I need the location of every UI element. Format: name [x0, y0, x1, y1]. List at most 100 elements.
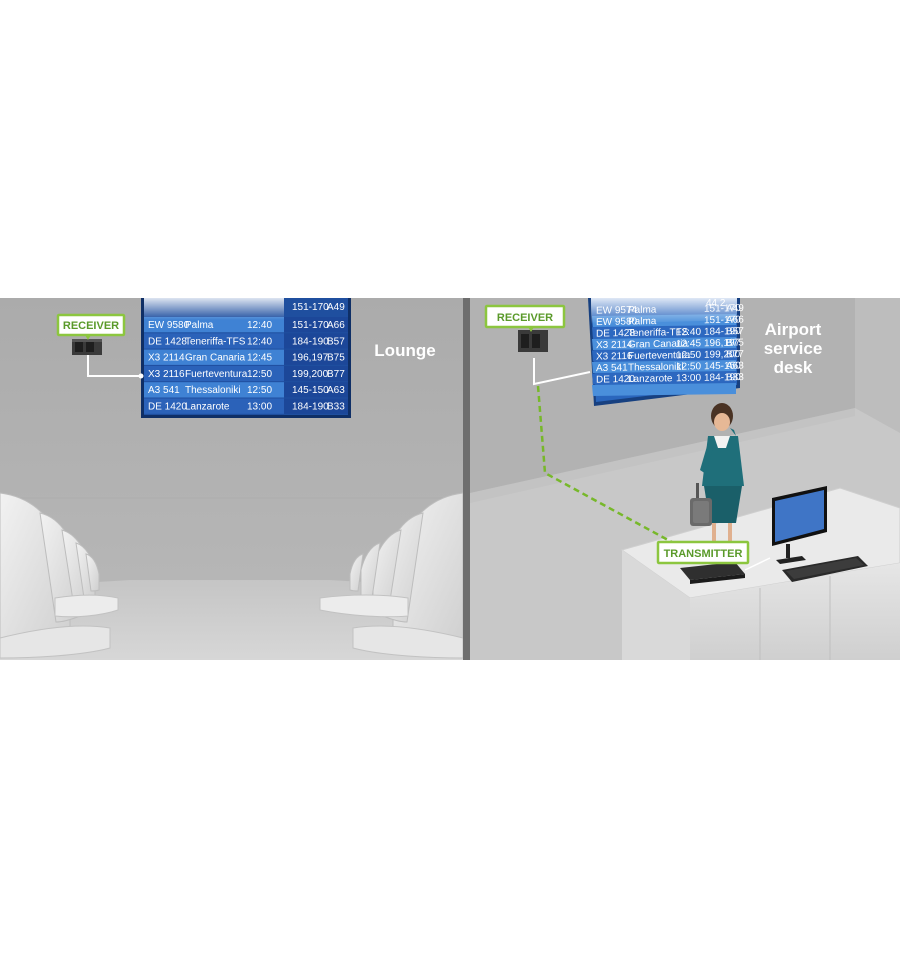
- panel-divider: [463, 298, 470, 660]
- service-desk-label: Airport service desk: [764, 320, 823, 377]
- desk-board-cell-gate: 199,200: [704, 349, 741, 361]
- lounge-board-cell-stand: A66: [327, 320, 345, 331]
- desk-board-cell-dest: Gran Canaria: [628, 338, 688, 350]
- service-desk-line-1: Airport: [765, 320, 822, 339]
- lounge-board-cell-time: 12:40: [247, 336, 272, 347]
- desk-board-header-numbers: 44 2: [706, 298, 726, 309]
- lounge-board-cell-dest: Palma: [185, 320, 214, 331]
- transmitter-label: TRANSMITTER: [656, 540, 750, 565]
- lounge-board-cell-flight: A3 541: [148, 385, 180, 396]
- desk-board-cell-flight: DE 1420: [596, 374, 635, 386]
- lounge-board-top-stand: A49: [327, 302, 345, 313]
- desk-board-cell-stand: B75: [726, 338, 744, 349]
- desk-board-row: [592, 337, 736, 350]
- lounge-board-cell-stand: B57: [327, 336, 345, 347]
- desk-board-row: [592, 348, 736, 362]
- suitcase: [690, 483, 712, 526]
- desk-board-cell-time: 12:45: [676, 338, 701, 349]
- lounge-board-row: [144, 349, 284, 365]
- receiver-device-right: [518, 330, 548, 352]
- receiver-right-text: RECEIVER: [497, 312, 553, 324]
- desk-board-cell-time: 12:50: [676, 350, 701, 361]
- lounge-board-cell-stand: B77: [327, 369, 345, 380]
- desk-board-cell-flight: X3 2114: [596, 339, 633, 351]
- lounge-board-cell-dest: Gran Canaria: [185, 353, 245, 364]
- lounge-board-row: [144, 317, 284, 333]
- lounge-seats-left: [0, 492, 119, 659]
- lounge-board-cell-flight: X3 2114: [148, 353, 185, 364]
- desk-board-cell-flight: A3 541: [596, 363, 628, 375]
- desk-board-cell-dest: Teneriffa-TFS: [628, 327, 689, 339]
- lounge-board-row: [144, 398, 284, 414]
- lounge-board-gate-cell: [284, 382, 348, 398]
- desk-keyboard: [782, 556, 868, 582]
- lounge-board-gate-cell: [284, 349, 348, 365]
- lounge-board-gate-cell: [284, 333, 348, 349]
- lounge-board-row: [144, 333, 284, 349]
- traveler-woman: [700, 403, 744, 545]
- desk-board-row: [592, 371, 736, 385]
- lounge-board-cell-dest: Fuerteventura: [185, 369, 248, 380]
- desk-board-cell-flight: X3 2116: [596, 351, 633, 363]
- lounge-board-cell-stand: B33: [327, 402, 345, 413]
- lounge-board-cell-time: 12:40: [247, 320, 272, 331]
- desk-board-cell-dest: Lanzarote: [628, 373, 673, 385]
- lounge-board-cell-dest: Thessaloniki: [185, 385, 241, 396]
- transmitter-device: [680, 557, 771, 584]
- lounge-board-cell-gate: 199,200: [292, 369, 329, 380]
- lounge-board-top-gate: 151-170: [292, 302, 329, 313]
- service-desk-line-3: desk: [774, 358, 813, 377]
- desk-monitor: [772, 486, 827, 564]
- lounge-board-cell-flight: DE 1428: [148, 336, 187, 347]
- receiver-device-left: [72, 339, 102, 355]
- lounge-board-cell-dest: Lanzarote: [185, 402, 230, 413]
- desk-board-cell-flight: DE 1428: [596, 328, 635, 340]
- desk-hdmi-cable: [533, 358, 591, 386]
- lounge-board-gate-cell: [284, 317, 348, 333]
- lounge-board-gate-cell: [284, 398, 348, 414]
- desk-board-cell-time: 12:40: [676, 327, 701, 338]
- lounge-board-cell-stand: A63: [327, 385, 345, 396]
- desk-board-cell-stand: B57: [726, 326, 744, 337]
- lounge-board-cell-gate: 151-170: [292, 320, 329, 331]
- desk-board-cell-gate: 184-190: [704, 372, 741, 384]
- lounge-board-cell-time: 12:50: [247, 385, 272, 396]
- desk-board-cell-gate: 184-190: [704, 326, 741, 338]
- lounge-board-cell-dest: Teneriffa-TFS: [185, 336, 246, 347]
- desk-board-cell-time: 13:00: [676, 373, 701, 384]
- lounge-board-cell-flight: X3 2116: [148, 369, 185, 380]
- desk-board-cell-dest: Fuerteventura: [628, 350, 691, 362]
- lounge-board-cell-flight: EW 9580: [148, 320, 190, 331]
- receiver-label-left: RECEIVER: [56, 313, 126, 340]
- lounge-board-cell-gate: 196,197: [292, 353, 329, 364]
- lounge-board-cell-time: 12:45: [247, 353, 272, 364]
- desk-board-row: [592, 360, 736, 373]
- receiver-left-text: RECEIVER: [63, 320, 119, 332]
- lounge-hdmi-cable: [87, 350, 141, 377]
- lounge-board-gate-cell: [284, 365, 348, 382]
- desk-board-cell-dest: Thessaloniki: [628, 362, 684, 374]
- lounge-seats-right: [319, 492, 464, 659]
- lounge-board-cell-gate: 145-150: [292, 385, 329, 396]
- lounge-board-cell-flight: DE 1420: [148, 402, 187, 413]
- desk-board-cell-stand: A66: [726, 315, 744, 326]
- desk-board-cell-stand: A63: [726, 361, 744, 372]
- desk-board-row: [592, 325, 736, 339]
- desk-board-cell-stand: B33: [726, 372, 744, 383]
- lounge-board-cell-gate: 184-190: [292, 402, 329, 413]
- lounge-label: Lounge: [374, 341, 435, 360]
- receiver-label-right: RECEIVER: [484, 304, 566, 332]
- lounge-board-cell-time: 13:00: [247, 402, 272, 413]
- lounge-board-row: [144, 365, 284, 382]
- lounge-board-cell-stand: B75: [327, 353, 345, 364]
- lounge-board-row: [144, 382, 284, 398]
- desk-board-cell-gate: 196,197: [704, 338, 741, 350]
- desk-board-cell-time: 12:50: [676, 361, 701, 372]
- desk-board-cell-gate: 145-150: [704, 361, 741, 373]
- lounge-board-cell-time: 12:50: [247, 369, 272, 380]
